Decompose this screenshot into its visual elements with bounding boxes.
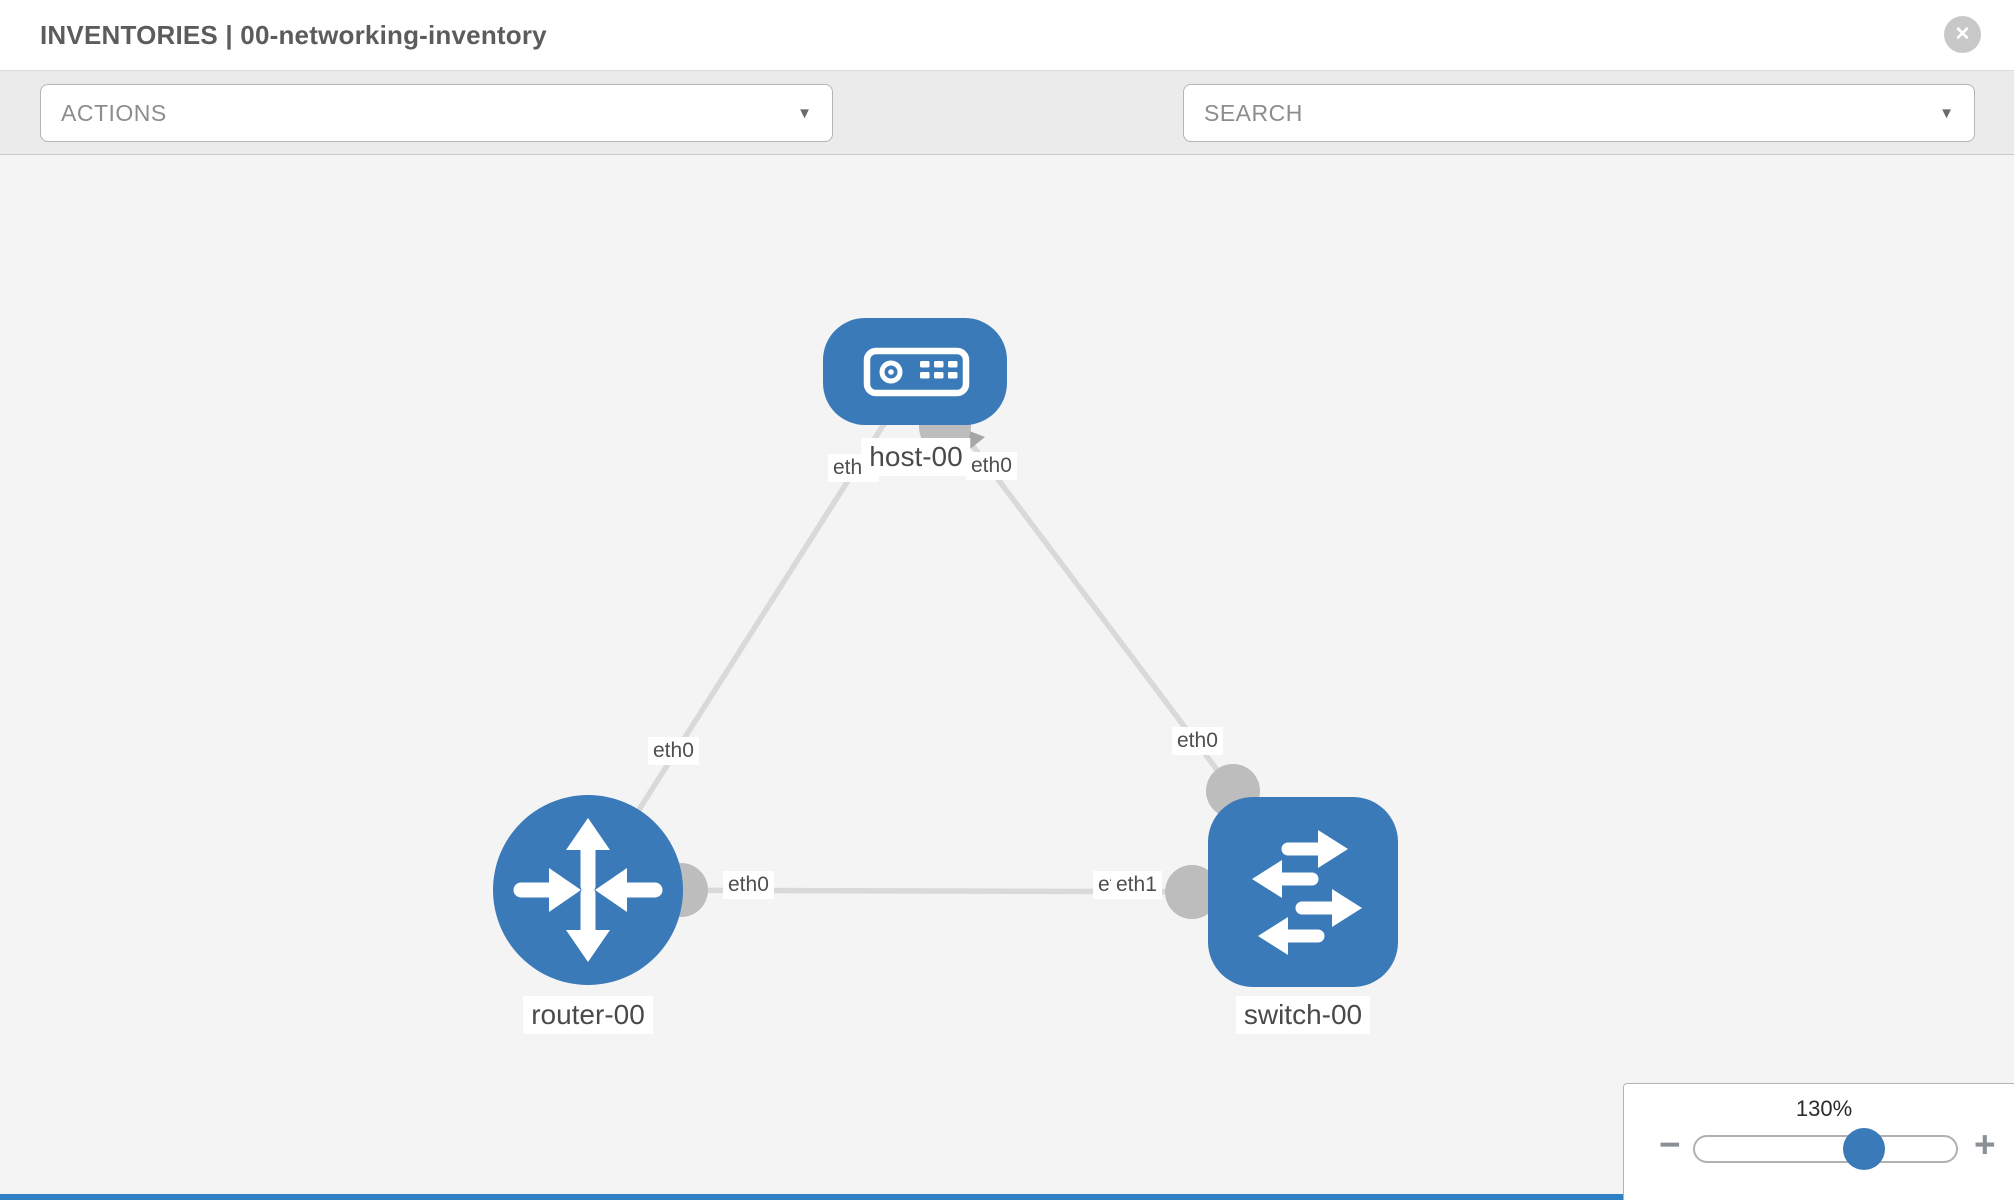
search-dropdown-label: SEARCH — [1204, 99, 1303, 126]
host-icon — [863, 347, 970, 397]
interface-label-router-top: eth0 — [648, 737, 699, 765]
router-icon — [513, 818, 663, 962]
interface-label-switch-left-eth1: eth1 — [1111, 871, 1162, 899]
zoom-level-label: 130% — [1795, 1096, 1853, 1121]
chevron-down-icon: ▼ — [797, 104, 812, 122]
node-label-switch-00: switch-00 — [1235, 996, 1371, 1034]
page-title: INVENTORIES | 00-networking-inventory — [40, 20, 547, 50]
actions-dropdown[interactable]: ACTIONS ▼ — [40, 84, 833, 142]
interface-label-host-right: eth0 — [966, 452, 1017, 480]
node-label-router-00: router-00 — [523, 996, 653, 1034]
port-switch-eth1[interactable] — [1165, 865, 1219, 919]
close-button[interactable]: ✕ — [1944, 16, 1981, 53]
toolbar: ACTIONS ▼ SEARCH ▼ — [0, 71, 2014, 199]
header: INVENTORIES | 00-networking-inventory ✕ — [0, 0, 2014, 71]
zoom-in-button[interactable]: + — [1974, 1124, 1996, 1165]
search-dropdown[interactable]: SEARCH ▼ — [1183, 84, 1975, 142]
close-icon: ✕ — [1954, 24, 1971, 45]
chevron-down-icon: ▼ — [1939, 104, 1954, 122]
zoom-control-panel: 130% − + — [1623, 1083, 2014, 1200]
zoom-slider-thumb[interactable] — [1843, 1128, 1885, 1170]
zoom-slider-track[interactable] — [1693, 1135, 1958, 1163]
topology-canvas[interactable]: eth0 eth0 eth0 eth0 eth0 eth0 eth1 host-… — [0, 155, 2014, 1200]
interface-label-router-right: eth0 — [723, 871, 774, 899]
node-label-host-00: host-00 — [861, 438, 971, 476]
bottom-accent-strip — [0, 1194, 1628, 1200]
actions-dropdown-label: ACTIONS — [61, 99, 167, 126]
switch-icon — [1252, 830, 1362, 955]
interface-label-switch-top: eth0 — [1172, 727, 1223, 755]
node-host-00[interactable] — [823, 318, 1007, 425]
node-switch-00[interactable] — [1208, 797, 1398, 987]
zoom-out-button[interactable]: − — [1659, 1124, 1681, 1165]
topology-svg — [493, 318, 1398, 987]
node-router-00[interactable] — [493, 795, 683, 985]
